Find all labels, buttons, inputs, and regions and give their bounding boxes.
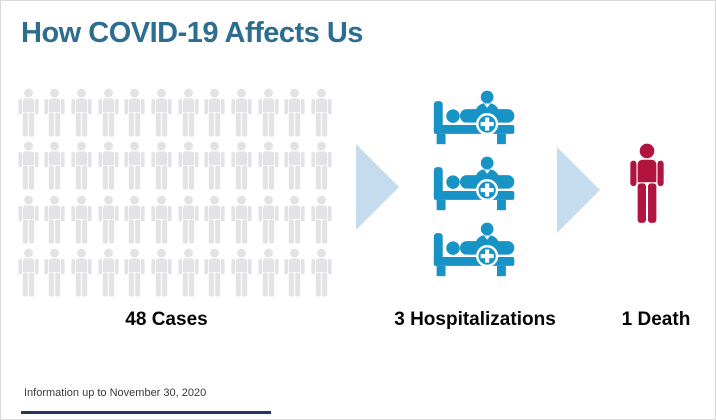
person-icon bbox=[71, 88, 92, 137]
person-icon bbox=[231, 88, 252, 137]
person-icon bbox=[284, 141, 306, 190]
person-icon bbox=[71, 141, 92, 190]
arrow-right-icon bbox=[356, 144, 399, 230]
person-icon bbox=[204, 248, 226, 297]
person-icon bbox=[151, 248, 172, 297]
person-icon bbox=[311, 248, 332, 297]
person-icon bbox=[284, 195, 306, 244]
person-icon bbox=[178, 195, 199, 244]
person-icon bbox=[311, 141, 332, 190]
person-icon bbox=[124, 248, 146, 297]
person-icon bbox=[231, 248, 252, 297]
person-icon bbox=[71, 195, 92, 244]
person-icon bbox=[44, 195, 66, 244]
footer-note: Information up to November 30, 2020 bbox=[24, 387, 207, 399]
person-icon bbox=[151, 141, 172, 190]
person-icon bbox=[71, 248, 92, 297]
hospital-bed-icon bbox=[433, 222, 515, 277]
person-icon bbox=[124, 141, 146, 190]
person-icon bbox=[258, 88, 279, 137]
person-icon bbox=[44, 88, 66, 137]
person-icon bbox=[284, 248, 306, 297]
person-icon bbox=[44, 248, 66, 297]
person-icon bbox=[178, 248, 199, 297]
person-icon bbox=[151, 195, 172, 244]
page-title: How COVID-19 Affects Us bbox=[21, 17, 363, 49]
hospital-bed-icon bbox=[433, 90, 515, 145]
hospital-bed-icon bbox=[433, 156, 515, 211]
hospitalizations-icon-group bbox=[427, 89, 523, 279]
person-icon bbox=[98, 195, 119, 244]
person-icon bbox=[231, 195, 252, 244]
person-icon bbox=[18, 248, 39, 297]
person-icon bbox=[151, 88, 172, 137]
person-icon bbox=[258, 195, 279, 244]
person-icon bbox=[284, 88, 306, 137]
arrow-right-icon bbox=[557, 147, 600, 233]
person-icon bbox=[18, 141, 39, 190]
person-icon bbox=[98, 88, 119, 137]
person-icon bbox=[18, 88, 39, 137]
cases-label: 48 Cases bbox=[125, 309, 208, 330]
person-icon bbox=[311, 88, 332, 137]
person-icon bbox=[18, 195, 39, 244]
person-icon bbox=[98, 248, 119, 297]
person-icon bbox=[98, 141, 119, 190]
person-icon bbox=[258, 141, 279, 190]
person-icon bbox=[311, 195, 332, 244]
person-icon bbox=[231, 141, 252, 190]
death-icon-group bbox=[628, 135, 666, 233]
person-icon bbox=[124, 88, 146, 137]
person-icon bbox=[258, 248, 279, 297]
deaths-label: 1 Death bbox=[621, 309, 691, 330]
person-icon bbox=[178, 88, 199, 137]
person-icon bbox=[124, 195, 146, 244]
person-icon bbox=[44, 141, 66, 190]
hospitalizations-label: 3 Hospitalizations bbox=[394, 309, 556, 330]
cases-icon-grid bbox=[15, 88, 335, 298]
person-icon bbox=[204, 88, 226, 137]
person-icon bbox=[630, 143, 664, 223]
person-icon bbox=[204, 195, 226, 244]
person-icon bbox=[204, 141, 226, 190]
footer-accent-line bbox=[21, 411, 271, 414]
person-icon bbox=[178, 141, 199, 190]
